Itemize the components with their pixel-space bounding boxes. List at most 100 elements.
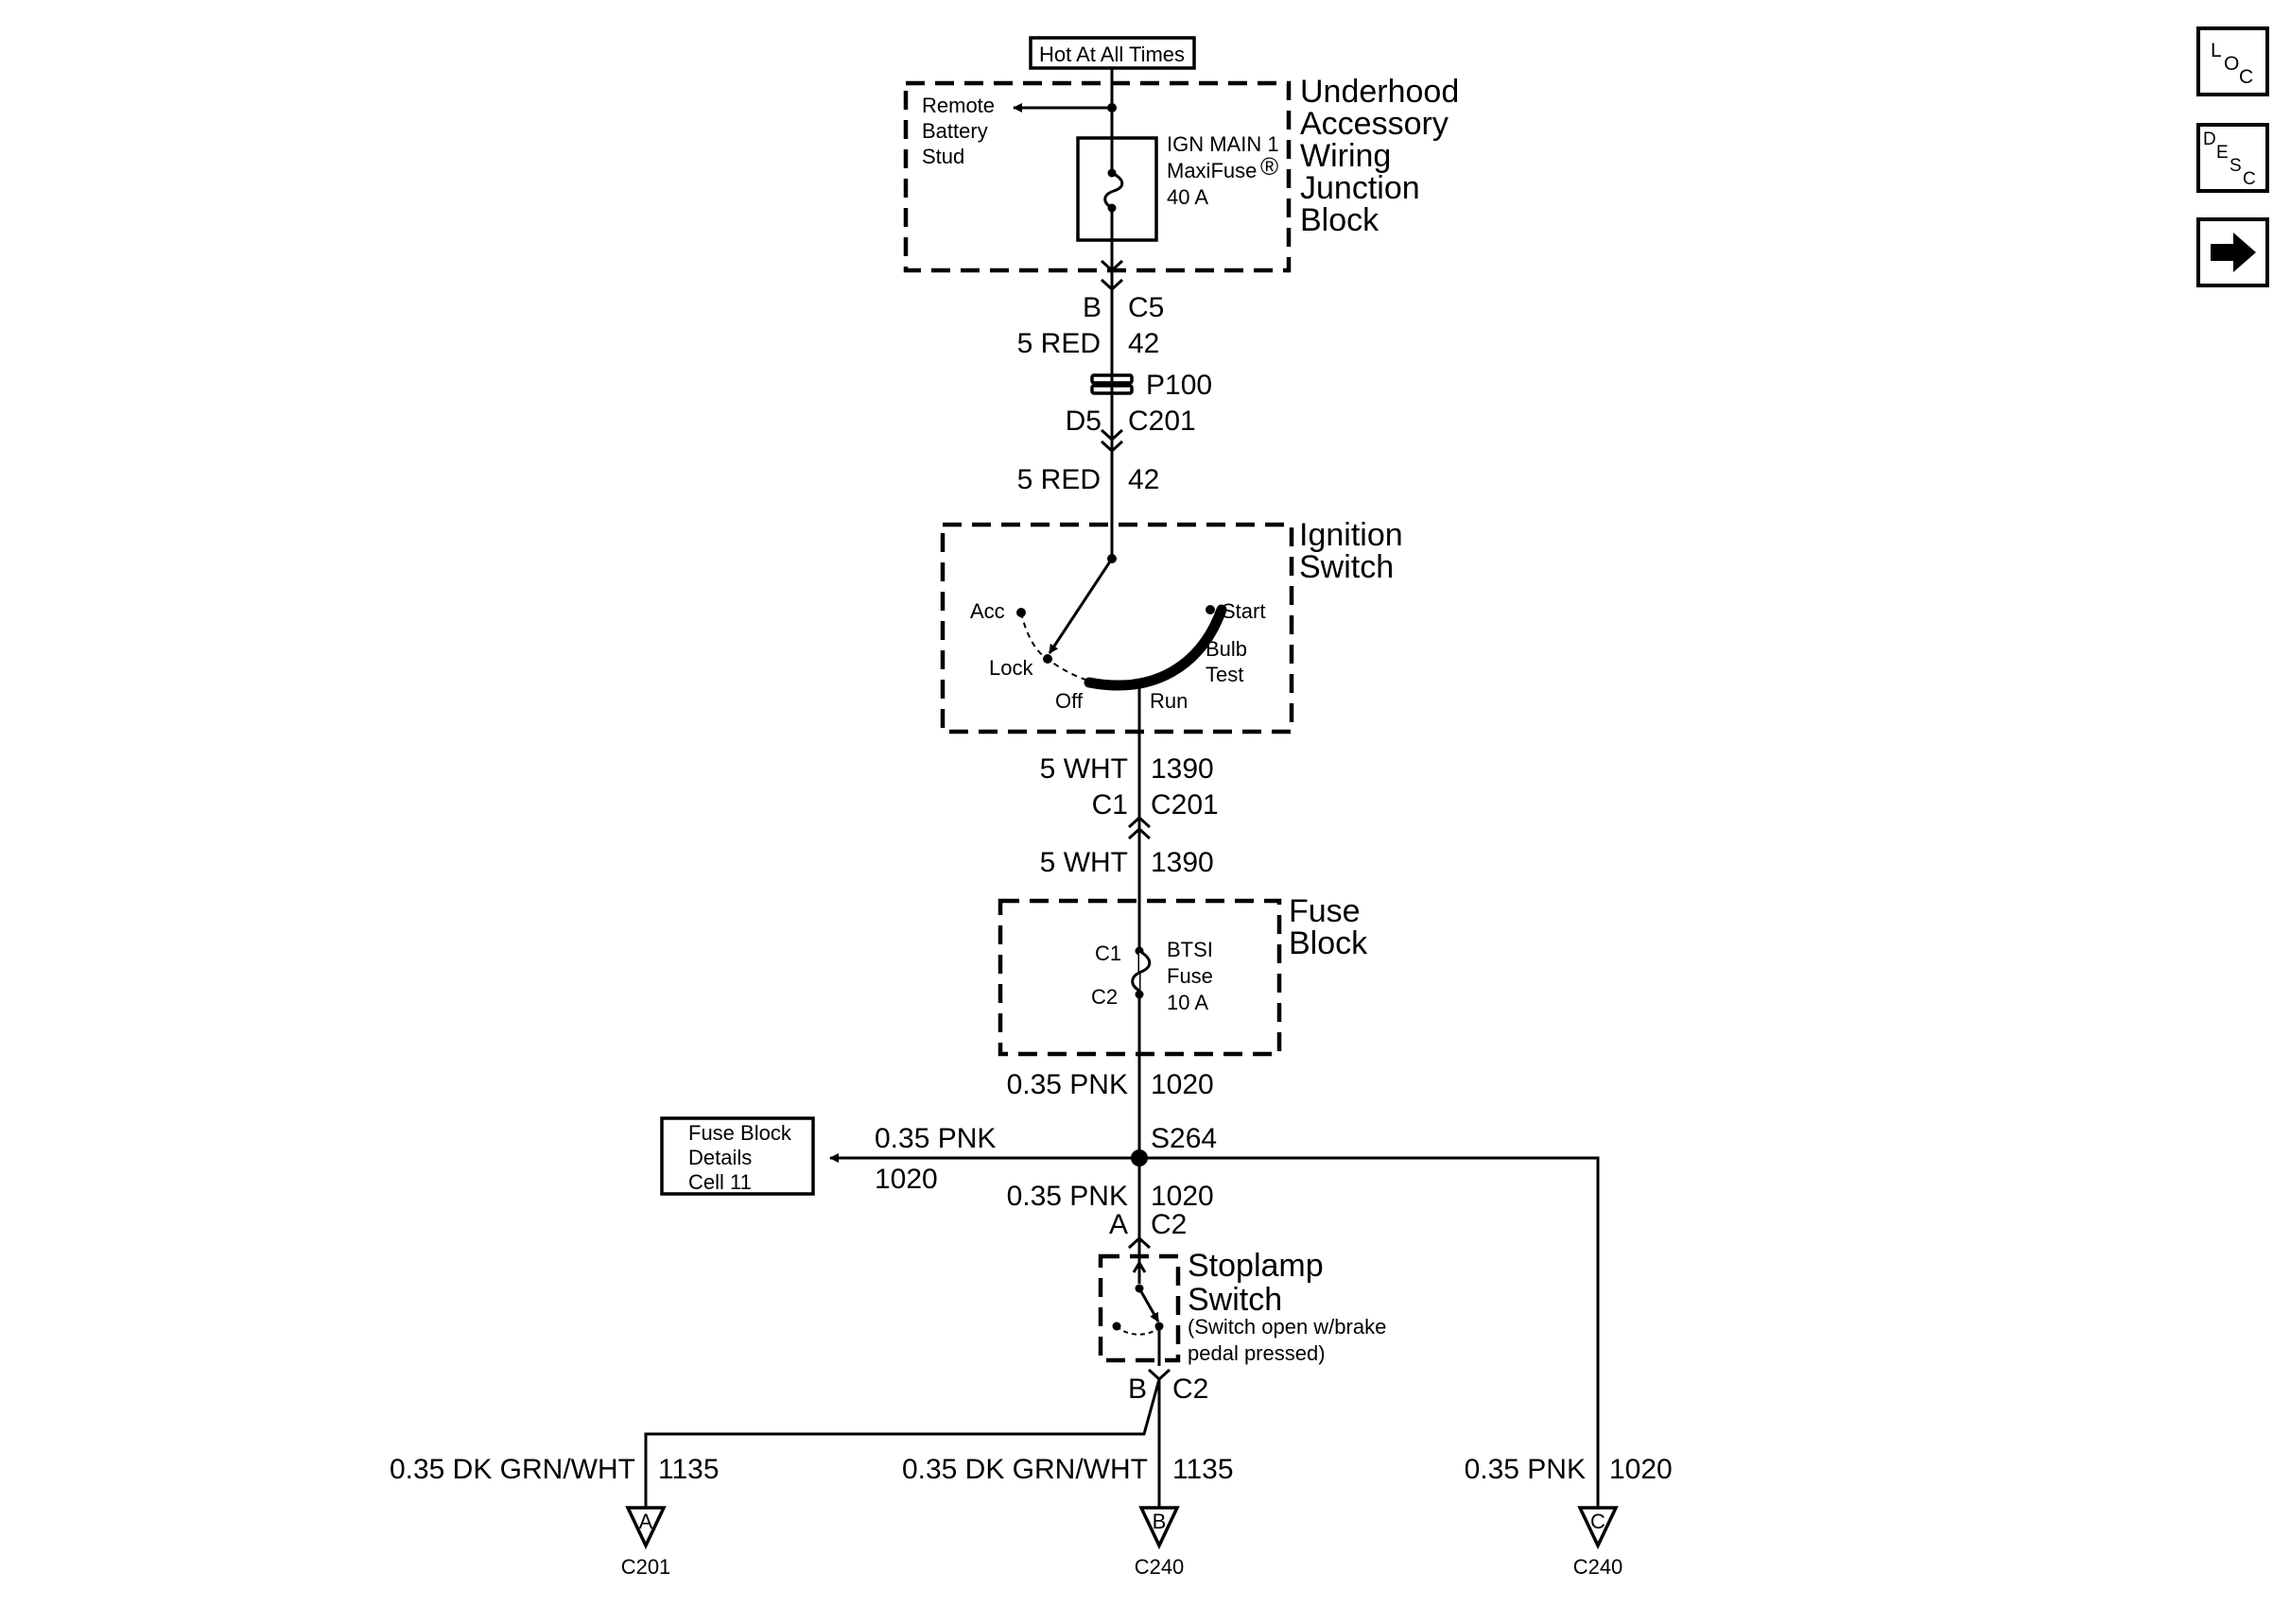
w4-circuit: 1390 bbox=[1151, 847, 1214, 878]
c2-a-pin: A bbox=[1109, 1209, 1128, 1240]
w1-gauge-color: 5 RED bbox=[1017, 328, 1101, 359]
w2-circuit: 42 bbox=[1128, 464, 1159, 495]
svg-text:10 A: 10 A bbox=[1167, 991, 1208, 1014]
output-a-c201[interactable]: A C201 bbox=[621, 1506, 671, 1579]
run-contact-arc bbox=[1084, 604, 1227, 691]
w6-circuit: 1020 bbox=[1151, 1181, 1214, 1212]
w5-gauge-color: 0.35 PNK bbox=[1007, 1069, 1128, 1100]
svg-text:Fuse Block: Fuse Block bbox=[688, 1121, 792, 1145]
w2-gauge-color: 5 RED bbox=[1017, 464, 1101, 495]
underhood-block-name: Underhood Accessory Wiring Junction Bloc… bbox=[1300, 74, 1459, 238]
svg-text:Fuse: Fuse bbox=[1167, 964, 1213, 988]
svg-text:O: O bbox=[2224, 53, 2239, 75]
c2-b-pin: B bbox=[1128, 1373, 1147, 1405]
svg-text:C240: C240 bbox=[1573, 1555, 1623, 1579]
loc-button[interactable]: L O C bbox=[2196, 26, 2269, 96]
remote-battery-stud: Remote Battery Stud bbox=[922, 94, 995, 168]
btsi-fuse-label: BTSI bbox=[1167, 938, 1213, 961]
svg-text:E: E bbox=[2216, 143, 2229, 163]
w3-circuit: 1390 bbox=[1151, 753, 1214, 785]
lock-contact bbox=[1043, 654, 1052, 664]
out-b-gauge-color: 0.35 DK GRN/WHT bbox=[902, 1454, 1148, 1485]
out-c-gauge-color: 0.35 PNK bbox=[1465, 1454, 1586, 1485]
c2-a-connector: C2 bbox=[1151, 1209, 1187, 1240]
svg-text:Block: Block bbox=[1300, 202, 1379, 238]
output-c-c240[interactable]: C C240 bbox=[1573, 1506, 1623, 1579]
svg-text:B: B bbox=[1153, 1510, 1167, 1533]
svg-text:Underhood: Underhood bbox=[1300, 74, 1459, 110]
svg-text:C201: C201 bbox=[621, 1555, 671, 1579]
supply-label: Hot At All Times bbox=[1039, 43, 1185, 66]
svg-text:Block: Block bbox=[1289, 925, 1368, 961]
switch-wiper bbox=[1048, 558, 1114, 654]
c5-pin: B bbox=[1083, 292, 1102, 323]
off-label: Off bbox=[1055, 689, 1084, 713]
run-label: Run bbox=[1150, 689, 1188, 713]
wire-to-c201-a bbox=[644, 1378, 1161, 1508]
passthrough-p100 bbox=[1090, 373, 1134, 395]
out-a-gauge-color: 0.35 DK GRN/WHT bbox=[390, 1454, 635, 1485]
c5-connector: C5 bbox=[1128, 292, 1164, 323]
connector-c2-a bbox=[1127, 1235, 1152, 1250]
connector-c5-male bbox=[1100, 278, 1124, 292]
w5-circuit: 1020 bbox=[1151, 1069, 1214, 1100]
splice-label: S264 bbox=[1151, 1123, 1217, 1154]
svg-text:40 A: 40 A bbox=[1167, 185, 1208, 209]
fuse-block-details-box[interactable]: Fuse Block Details Cell 11 bbox=[660, 1116, 815, 1196]
out-b-circuit: 1135 bbox=[1172, 1454, 1234, 1485]
desc-button[interactable]: D E S C bbox=[2196, 123, 2269, 193]
bulb-test-label: Bulb bbox=[1206, 637, 1247, 661]
connector-c201-c1-top bbox=[1127, 815, 1152, 829]
connector-c2-b bbox=[1147, 1368, 1171, 1382]
w4-gauge-color: 5 WHT bbox=[1040, 847, 1128, 878]
stoplamp-switch-name: Stoplamp bbox=[1188, 1248, 1324, 1284]
fuse-pin-in: C1 bbox=[1095, 942, 1121, 965]
w3-gauge-color: 5 WHT bbox=[1040, 753, 1128, 785]
registered-mark: ® bbox=[1260, 152, 1278, 181]
ignition-switch-name: Ignition bbox=[1299, 517, 1403, 553]
stoplamp-blade bbox=[1137, 1287, 1160, 1322]
lock-label: Lock bbox=[989, 656, 1033, 680]
svg-text:MaxiFuse: MaxiFuse bbox=[1167, 159, 1257, 182]
btsi-fuse-element bbox=[1131, 949, 1152, 993]
acc-contact bbox=[1016, 608, 1026, 617]
connector-c201-bottom bbox=[1100, 440, 1124, 454]
start-contact bbox=[1206, 605, 1215, 614]
out-c-circuit: 1020 bbox=[1609, 1454, 1673, 1485]
fuse-pin-out: C2 bbox=[1091, 985, 1118, 1009]
fuse-block-name: Fuse bbox=[1289, 893, 1361, 929]
svg-text:Accessory: Accessory bbox=[1300, 106, 1449, 142]
svg-text:C: C bbox=[2243, 169, 2256, 189]
svg-text:L: L bbox=[2211, 40, 2222, 61]
svg-text:Test: Test bbox=[1206, 663, 1243, 686]
stoplamp-switch-note: (Switch open w/brake bbox=[1188, 1315, 1386, 1339]
maxifuse-label: IGN MAIN 1 MaxiFuse ® 40 A bbox=[1167, 132, 1279, 209]
c201-c1-pin: C1 bbox=[1092, 789, 1128, 821]
svg-text:A: A bbox=[639, 1510, 653, 1533]
svg-text:Battery: Battery bbox=[922, 119, 988, 143]
svg-text:Junction: Junction bbox=[1300, 170, 1420, 206]
c201-pin: D5 bbox=[1066, 406, 1102, 437]
next-button[interactable] bbox=[2196, 217, 2269, 287]
svg-text:Stud: Stud bbox=[922, 145, 964, 168]
branch-circuit: 1020 bbox=[875, 1164, 938, 1195]
ignition-switch: Ignition Switch Acc Lock Off Run Start B… bbox=[940, 517, 1403, 734]
out-a-circuit: 1135 bbox=[658, 1454, 720, 1485]
c201-c1-connector: C201 bbox=[1151, 789, 1219, 821]
w1-circuit: 42 bbox=[1128, 328, 1159, 359]
svg-text:Cell 11: Cell 11 bbox=[688, 1170, 752, 1194]
svg-text:S: S bbox=[2230, 156, 2242, 176]
svg-text:pedal pressed): pedal pressed) bbox=[1188, 1341, 1326, 1365]
svg-text:Switch: Switch bbox=[1188, 1282, 1282, 1318]
c201-connector: C201 bbox=[1128, 406, 1196, 437]
branch-to-c240-c bbox=[1139, 1156, 1600, 1508]
branch-gauge-color: 0.35 PNK bbox=[875, 1123, 996, 1154]
acc-label: Acc bbox=[970, 599, 1005, 623]
svg-text:C: C bbox=[1590, 1510, 1605, 1533]
output-b-c240[interactable]: B C240 bbox=[1135, 1506, 1185, 1579]
stoplamp-switch: Stoplamp Switch (Switch open w/brake ped… bbox=[1098, 1248, 1386, 1366]
underhood-junction-block: Underhood Accessory Wiring Junction Bloc… bbox=[903, 68, 1459, 273]
svg-text:Details: Details bbox=[688, 1146, 752, 1169]
arrow-right-icon bbox=[2211, 233, 2256, 272]
